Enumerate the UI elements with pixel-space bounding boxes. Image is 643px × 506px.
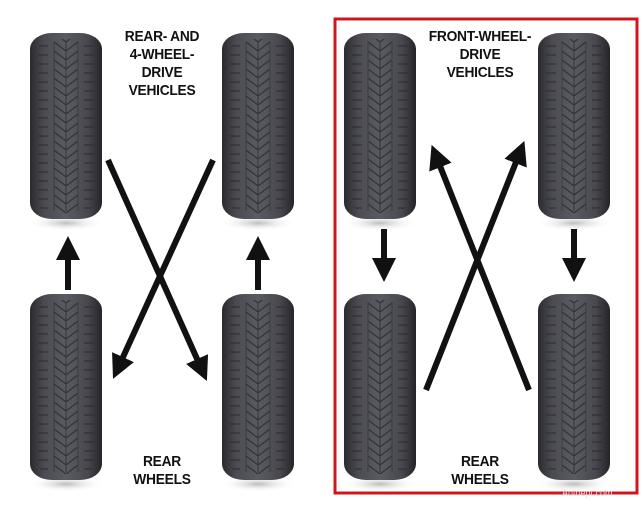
tire-left-front-right xyxy=(219,32,297,232)
left-panel-rear-wheels-label: REAR WHEELS xyxy=(133,453,191,488)
arrow-cross-rear-right-to-front-left-icon xyxy=(429,144,532,392)
front-wheel-drive-highlight-box xyxy=(333,17,639,495)
arrow-cross-front-right-to-rear-left-icon xyxy=(112,158,216,379)
tire-right-rear-left xyxy=(341,293,419,493)
right-panel-title: FRONT-WHEEL- DRIVE VEHICLES xyxy=(428,28,532,81)
watermark: Autoept.com xyxy=(562,488,613,498)
arrow-cross-front-left-to-rear-right-icon xyxy=(105,158,209,381)
left-panel-title: REAR- AND 4-WHEEL- DRIVE VEHICLES xyxy=(124,28,200,99)
tire-left-rear-left xyxy=(27,293,105,493)
tire-right-front-left xyxy=(341,32,419,232)
tire-left-front-left xyxy=(27,32,105,232)
tire-right-front-right xyxy=(535,32,613,232)
tire-left-rear-right xyxy=(219,293,297,493)
tire-right-rear-right xyxy=(535,293,613,493)
arrow-cross-rear-left-to-front-right-icon xyxy=(423,140,527,392)
right-panel-rear-wheels-label: REAR WHEELS xyxy=(451,453,509,488)
